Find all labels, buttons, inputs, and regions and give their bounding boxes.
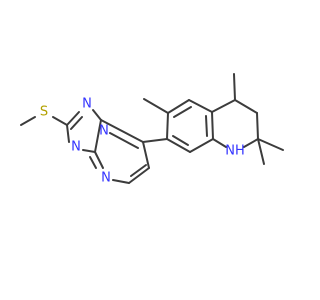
bond-c7q-c6q <box>166 112 169 140</box>
bond-c2-methyl-a <box>257 138 284 151</box>
bond-c4a-c8a <box>211 111 214 140</box>
bonds <box>20 73 284 184</box>
atom-pyrimidine-n: N <box>101 171 111 186</box>
bond-n3-n1 <box>92 109 102 121</box>
bond-c8a-n8-double <box>89 156 97 169</box>
bond-c8q-c7q-double <box>172 135 189 146</box>
bond-c8a-n4 <box>82 149 96 153</box>
bond-c2-n3-double <box>70 116 83 130</box>
atom-labels: S N N N N NH <box>40 97 245 186</box>
bond-c7-c6 <box>128 167 150 184</box>
bond-c6-c5 <box>142 141 150 169</box>
bond-c4a-c8a-double <box>205 115 208 137</box>
bond-c2-methyl-b <box>257 138 265 165</box>
bond-c5-n1 <box>100 119 144 143</box>
bond-c7-c6-double <box>130 164 147 177</box>
bond-c5q-c4a <box>188 99 213 113</box>
bond-c8q-c7q <box>166 138 191 153</box>
bond-methyl-s <box>20 116 36 126</box>
bond-c4a-c4 <box>211 99 236 113</box>
bond-s-triazole <box>52 116 68 126</box>
bond-c6q-methyl <box>143 98 169 114</box>
bond-c2-n3 <box>66 111 80 126</box>
bond-n8-c7 <box>112 179 130 184</box>
bond-c6q-c5q <box>167 99 190 114</box>
bond-c4-methyl <box>233 73 236 101</box>
bond-c8a-n8 <box>94 151 104 169</box>
bond-c4-c3 <box>234 99 258 114</box>
bond-c2-n1q <box>243 138 259 148</box>
bond-c3-c2 <box>256 112 259 140</box>
atom-triazole-n3: N <box>82 97 92 112</box>
bond-c6q-c5q-double <box>173 106 192 118</box>
molecule-structure: S N N N N NH <box>20 73 284 186</box>
atom-amine-nh: NH <box>225 144 245 159</box>
bond-c8a-c8q <box>189 138 214 153</box>
bond-n4-c2 <box>66 124 70 143</box>
atom-sulfur: S <box>40 105 48 120</box>
bond-n1q-c8a <box>212 138 227 148</box>
atom-triazole-n1: N <box>99 124 109 139</box>
bond-n1-c8a <box>94 119 102 153</box>
atom-triazole-n4: N <box>71 140 81 155</box>
bond-c5-c7q <box>142 138 168 143</box>
bond-c5-n1-double <box>109 132 139 149</box>
